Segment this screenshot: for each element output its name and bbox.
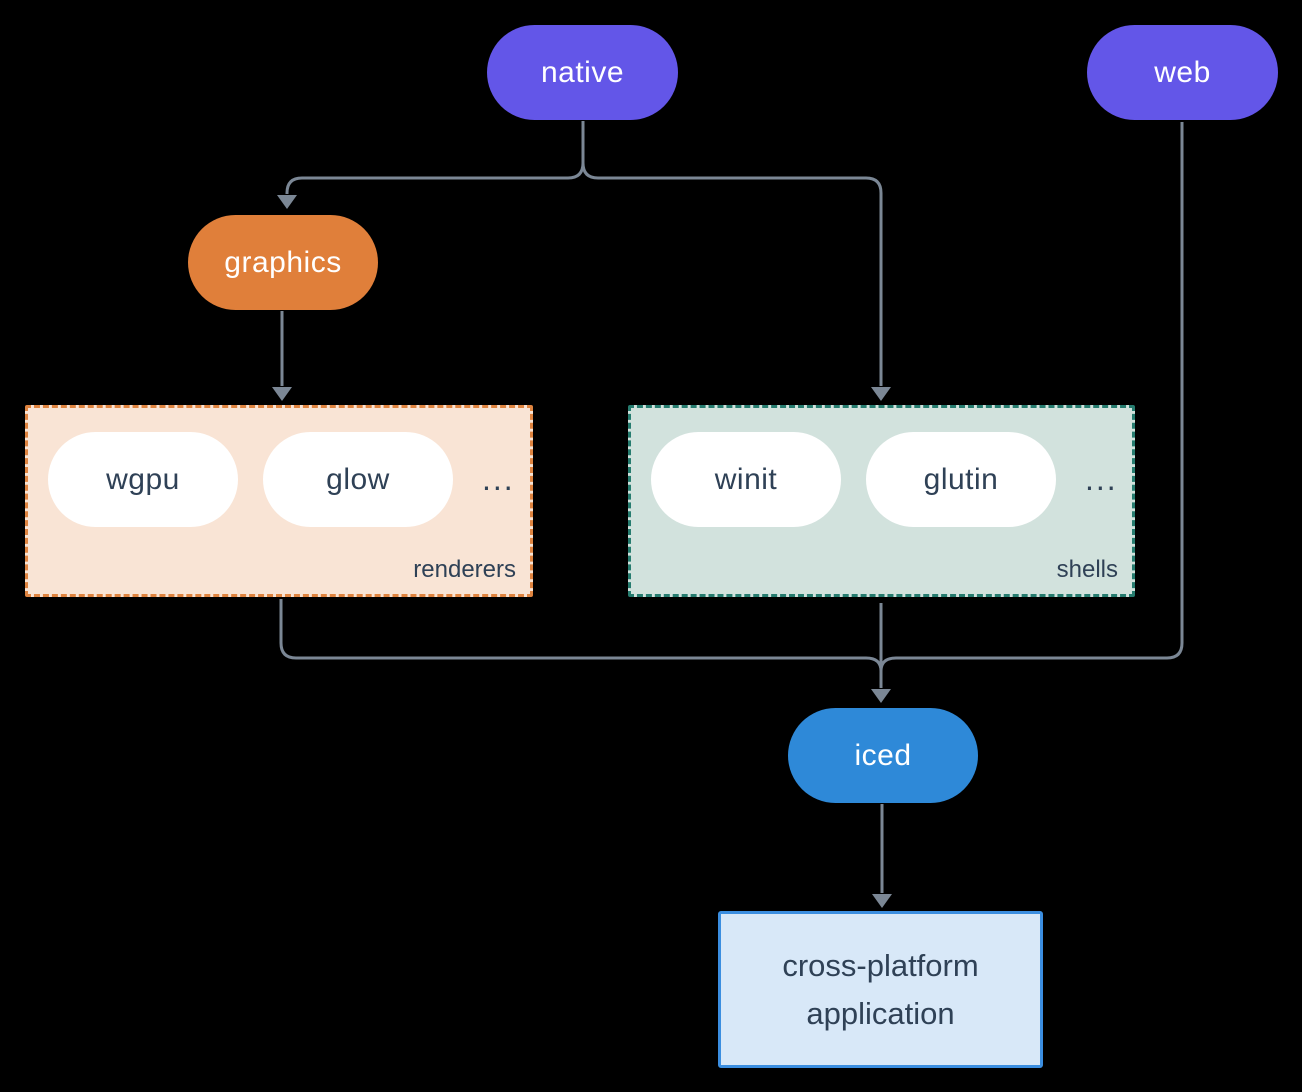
node-cross-platform-application: cross-platform application bbox=[718, 911, 1043, 1068]
group-renderers: wgpu glow ... renderers bbox=[25, 405, 533, 597]
arrowhead-iced bbox=[871, 689, 891, 703]
node-glow-label: glow bbox=[326, 462, 390, 496]
renderers-ellipsis: ... bbox=[482, 461, 515, 497]
node-wgpu: wgpu bbox=[48, 432, 238, 527]
node-winit-label: winit bbox=[714, 462, 778, 496]
group-shells: winit glutin ... shells bbox=[628, 405, 1135, 597]
edge-web-to-merge bbox=[879, 122, 1184, 672]
group-shells-label: shells bbox=[1056, 556, 1118, 583]
edge-renderers-to-merge bbox=[279, 599, 883, 672]
shells-ellipsis: ... bbox=[1085, 461, 1118, 497]
edge-native-to-shells bbox=[581, 162, 883, 386]
node-graphics: graphics bbox=[188, 215, 378, 310]
application-label-line2: application bbox=[806, 995, 955, 1031]
group-renderers-items: wgpu glow ... bbox=[48, 432, 515, 527]
arrowhead-application bbox=[872, 894, 892, 908]
arrowhead-shells bbox=[871, 387, 891, 401]
node-web: web bbox=[1087, 25, 1278, 120]
arrowhead-graphics bbox=[277, 195, 297, 209]
group-renderers-label: renderers bbox=[413, 556, 516, 583]
node-native: native bbox=[487, 25, 678, 120]
node-web-label: web bbox=[1154, 55, 1211, 89]
node-winit: winit bbox=[651, 432, 841, 527]
group-shells-items: winit glutin ... bbox=[651, 432, 1118, 527]
node-native-label: native bbox=[540, 55, 625, 89]
application-label-line1: cross-platform bbox=[782, 947, 979, 983]
node-iced-label: iced bbox=[854, 738, 912, 772]
node-wgpu-label: wgpu bbox=[106, 462, 180, 496]
edge-native-to-graphics bbox=[285, 121, 585, 195]
node-graphics-label: graphics bbox=[224, 245, 342, 279]
node-glutin-label: glutin bbox=[923, 462, 999, 496]
node-glow: glow bbox=[263, 432, 453, 527]
node-glutin: glutin bbox=[866, 432, 1056, 527]
arrowhead-renderers bbox=[272, 387, 292, 401]
node-iced: iced bbox=[788, 708, 978, 803]
